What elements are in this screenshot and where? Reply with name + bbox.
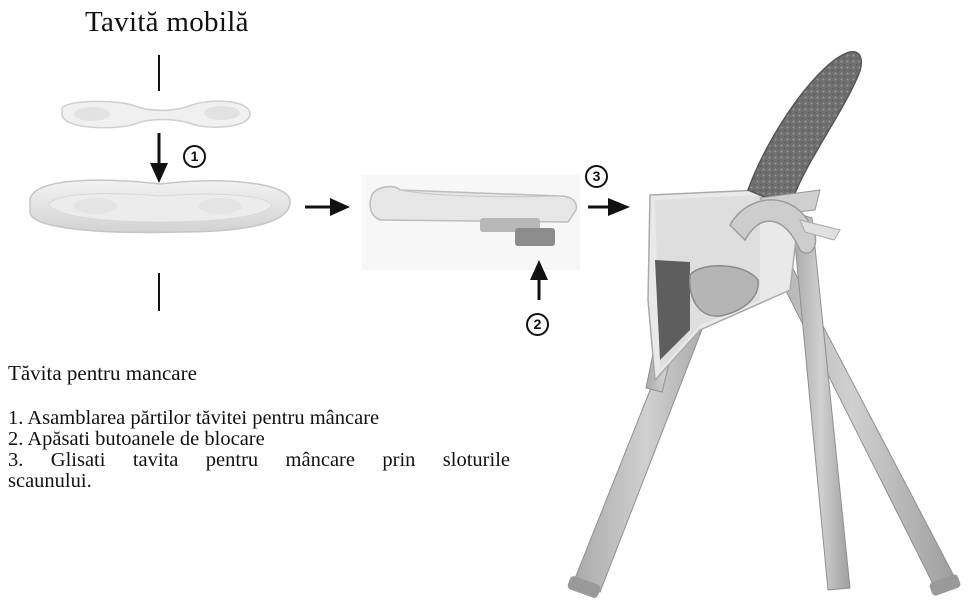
down-arrow-icon: [150, 133, 168, 183]
instruction-step-2: 2. Apăsati butoanele de blocare: [8, 429, 510, 450]
instruction-step-3-continued: scaunului.: [8, 471, 510, 492]
right-arrow-icon-1: [305, 198, 350, 216]
section-title: Tăvita pentru mancare: [8, 361, 197, 386]
high-chair-image: [567, 52, 962, 599]
step-marker-1: 1: [183, 145, 206, 168]
step-marker-3: 3: [585, 165, 608, 188]
instruction-list: 1. Asamblarea părtilor tăvitei pentru mâ…: [8, 408, 510, 492]
page-title: Tavită mobilă: [85, 6, 249, 39]
tray-base-image: [30, 180, 290, 232]
step-marker-2: 2: [526, 313, 549, 336]
right-arrow-icon-2: [588, 198, 630, 216]
instruction-step-3: 3. Glisati tavita pentru mâncare prin sl…: [8, 450, 510, 471]
instruction-step-1: 1. Asamblarea părtilor tăvitei pentru mâ…: [8, 408, 510, 429]
tray-insert-image: [62, 101, 250, 128]
tray-side-view-image: [362, 175, 580, 270]
